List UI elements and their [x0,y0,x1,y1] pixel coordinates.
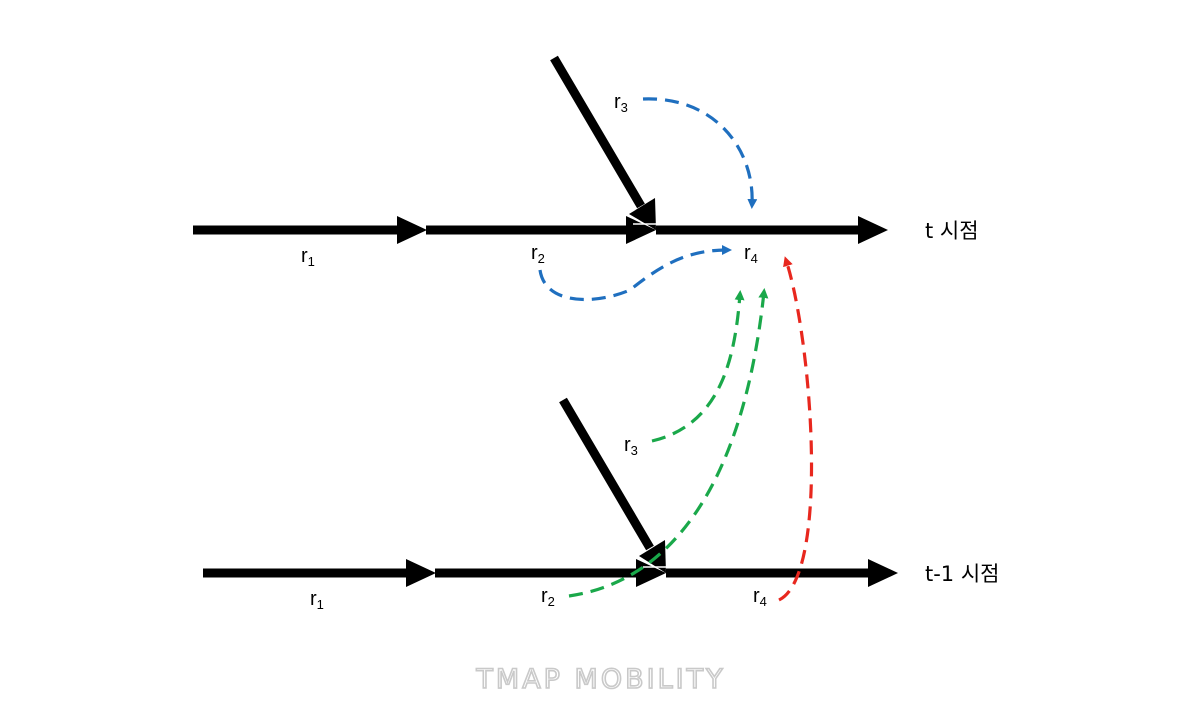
bottom-r2-arrowhead [636,559,666,587]
top-r4-arrowhead [858,216,888,244]
top-r4-label: r4 [744,242,758,266]
top-r2-arrowhead [626,216,656,244]
green-link-bottom-r2-to-top-r4 [568,288,769,598]
top-r3-road [550,55,645,209]
bottom-r4-label: r4 [753,585,767,609]
bottom-r3-label: r3 [624,434,638,458]
watermark-logo: TMAP MOBILITY [475,664,725,695]
bottom-time-label: t-1 시점 [925,562,1000,586]
red-link-bottom-r4-to-top-r4 [778,256,814,602]
bottom-r3-arrowhead [639,540,666,573]
bottom-row: r1 r2 r3 r4 t-1 시점 [203,397,1000,612]
bottom-r3-road [559,397,654,551]
green-link-bottom-r3-to-top-r4 [651,290,745,443]
top-row: r1 r2 r3 r4 t 시점 [193,55,979,269]
blue-link-top-r2-to-r4 [538,245,732,302]
bottom-r2-label: r2 [541,585,555,609]
top-time-label: t 시점 [925,219,979,243]
top-r2-label: r2 [531,242,545,266]
bottom-r1-arrowhead [406,559,436,587]
top-r1-arrowhead [397,216,427,244]
blue-link-top-r3-to-r4 [642,97,758,209]
bottom-r4-arrowhead [868,559,898,587]
top-r1-label: r1 [301,245,315,269]
top-r3-label: r3 [614,91,628,115]
bottom-r1-label: r1 [310,588,324,612]
dependency-links [538,97,814,602]
top-r3-arrowhead [629,198,656,230]
